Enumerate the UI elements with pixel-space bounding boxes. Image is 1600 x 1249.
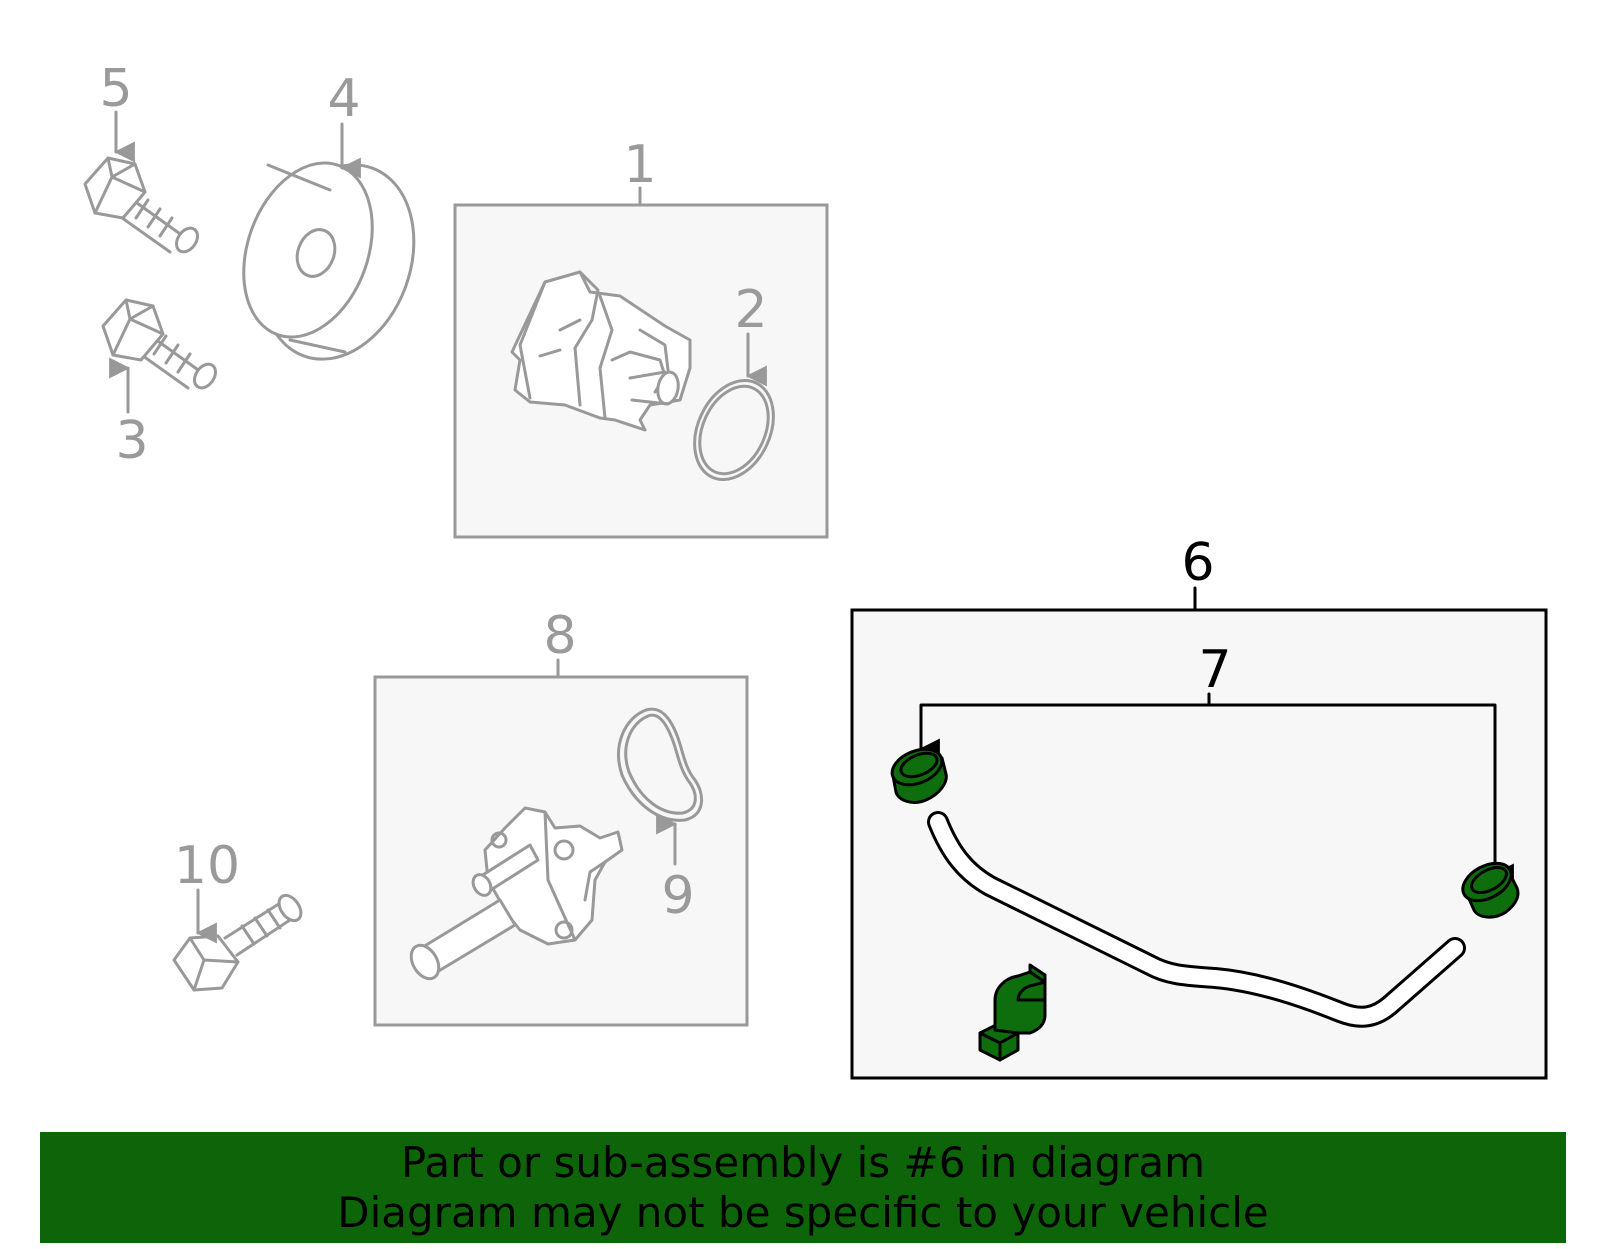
info-banner: Part or sub-assembly is #6 in diagram Di… — [40, 1132, 1566, 1243]
callout-7[interactable]: 7 — [1198, 640, 1231, 700]
callout-8[interactable]: 8 — [543, 606, 576, 666]
callout-2[interactable]: 2 — [734, 280, 767, 340]
callout-5[interactable]: 5 — [99, 59, 132, 119]
leader-7-bracket — [919, 692, 1497, 875]
clamp-7-right[interactable] — [1457, 856, 1520, 919]
banner-line-1: Part or sub-assembly is #6 in diagram — [400, 1137, 1206, 1187]
water-pump-1-illustration[interactable] — [510, 270, 692, 432]
clamp-7-left[interactable] — [887, 742, 948, 804]
callout-3[interactable]: 3 — [115, 411, 148, 471]
gasket-9-illustration[interactable] — [617, 707, 704, 822]
bolt-5-illustration[interactable] — [83, 156, 202, 256]
bolt-10-illustration[interactable] — [172, 891, 305, 992]
callout-4[interactable]: 4 — [327, 69, 360, 129]
banner-line-2: Diagram may not be specific to your vehi… — [337, 1187, 1269, 1237]
bolt-3-illustration[interactable] — [101, 298, 220, 392]
outlet-fitting-8-illustration[interactable] — [406, 806, 624, 984]
callout-9[interactable]: 9 — [661, 866, 694, 926]
box-6-hose-assembly[interactable] — [850, 608, 1548, 1080]
callout-6[interactable]: 6 — [1181, 533, 1214, 593]
hose-6-illustration[interactable] — [927, 811, 1466, 1028]
pulley-4-illustration[interactable] — [221, 143, 440, 380]
callout-1[interactable]: 1 — [623, 135, 656, 195]
callout-10[interactable]: 10 — [174, 836, 240, 896]
bracket-clip-illustration[interactable] — [978, 963, 1047, 1062]
